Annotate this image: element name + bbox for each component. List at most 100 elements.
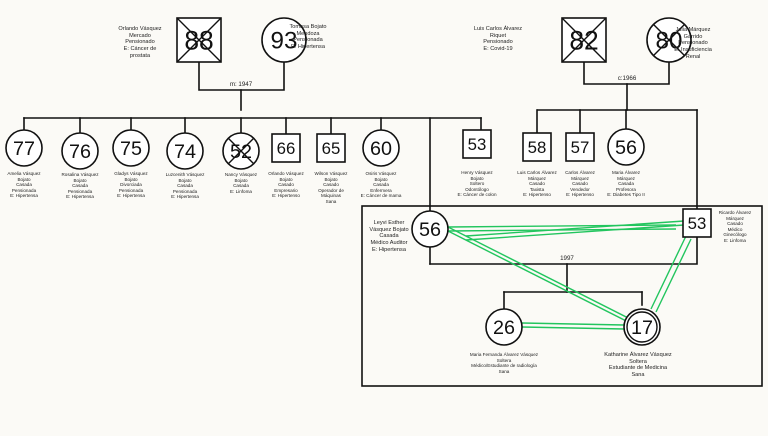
person-symbol-male	[682, 208, 712, 238]
person-label-line: Ginecólogo	[723, 232, 747, 237]
person-label-line: Julia Márquez	[675, 27, 711, 33]
person-label-line: Márquez	[571, 175, 589, 181]
person-label-line: Profesora	[616, 186, 636, 192]
person-label-line: Bojato	[17, 176, 31, 182]
person-label-line: Garrido	[683, 33, 703, 40]
person-label-line: Orlando Vásquez	[118, 26, 162, 32]
person-label-line: Máquinas	[321, 193, 341, 198]
person-age: 66	[277, 139, 296, 158]
person-symbol-male	[316, 133, 346, 163]
person-age: 58	[528, 138, 547, 157]
person-age: 60	[370, 138, 392, 160]
person-label-line: E: Hipertensa	[117, 193, 145, 198]
person-label-line: Sana	[325, 198, 337, 204]
person-symbol-female	[362, 129, 400, 167]
person-label-line: Casada	[379, 233, 399, 240]
person-age: 93	[271, 28, 298, 55]
person-age: 52	[230, 141, 252, 163]
person-label-line: Maria Álvarez	[611, 170, 641, 175]
person-katharine: 17	[623, 308, 661, 346]
person-label-line: Bojato	[234, 177, 248, 183]
person-label-line: E: Covid-19	[483, 46, 513, 53]
person-label-line: Márquez	[726, 215, 744, 221]
person-label-line: Pensionada	[172, 188, 198, 194]
person-label-line: Orlando Vásquez	[268, 171, 304, 176]
person-label-line: Enfermera	[370, 187, 392, 193]
person-symbol-male	[462, 129, 492, 159]
person-label-line: E: Insuficiencia	[674, 47, 712, 54]
person-label-line: Taxista	[529, 186, 545, 192]
person-label-line: Vásquez Bojato	[369, 226, 409, 233]
person-age: 74	[174, 141, 196, 163]
person-label-line: Vendedor	[570, 186, 590, 192]
person-label-line: Luzcenith Vásquez	[165, 172, 205, 177]
person-age: 82	[569, 26, 598, 56]
marriage-line-parents	[429, 236, 698, 265]
person-age: 80	[656, 28, 683, 55]
person-age: 88	[184, 26, 213, 56]
person-label-line: Pensionada	[293, 37, 323, 44]
union-label-maternal: c:1966	[618, 75, 637, 82]
person-osiris: 60	[362, 129, 400, 167]
person-label-line: Katharine Álvarez Vásquez	[604, 352, 672, 358]
emotional-link-leyvi-ricardo-stroke	[447, 224, 677, 228]
emotional-link-extra	[465, 220, 685, 241]
person-symbol-male	[565, 132, 595, 162]
person-symbol-female	[261, 17, 307, 63]
person-label-line: Operador de	[318, 187, 344, 193]
person-symbol-female	[5, 129, 43, 167]
person-label-line: Sana	[631, 372, 645, 379]
person-label-line: Casada	[177, 183, 193, 188]
person-ricardo: 53	[682, 208, 712, 238]
person-label-line: Odontólogo	[465, 186, 489, 192]
person-label-line: Casada	[618, 181, 634, 186]
person-label-line: Nancy Vásquez	[224, 172, 258, 177]
person-label-line: Pensionada	[11, 187, 37, 193]
person-label-line: Carlos Álvarez	[565, 170, 595, 175]
person-label-line: Riquet	[489, 32, 507, 39]
person-label-line: Bojato	[124, 176, 138, 182]
person-label-line: Empresario	[274, 187, 298, 193]
person-label-line: Estudiante de Medicina	[608, 365, 668, 372]
person-symbol-female	[112, 129, 150, 167]
person-age: 76	[69, 141, 91, 163]
person-label-line: Soltera	[496, 357, 512, 363]
emotional-link-sisters-stroke	[521, 326, 625, 330]
person-amelia: 77	[5, 129, 43, 167]
person-label-line: Médico Auditor	[370, 240, 408, 247]
person-gladys: 75	[112, 129, 150, 167]
person-label-line: Bojato	[374, 176, 388, 182]
emotional-link-leyvi-katharine	[447, 226, 643, 330]
person-label-line: E: Hipertensa	[171, 194, 199, 199]
person-label-line: Bojato	[279, 176, 293, 182]
union-label-parents: 1997	[560, 255, 574, 262]
person-wilson: 65	[316, 133, 346, 163]
person-label-line: E: Cáncer de mama	[360, 193, 402, 198]
person-label-line: E: Linfoma	[724, 237, 746, 243]
person-age: 53	[688, 214, 707, 233]
person-label-line: Wilson Vásquez	[314, 171, 348, 176]
person-label-line: E: Diabetes Tipo II	[607, 192, 645, 197]
union-label-paternal: m: 1947	[230, 81, 253, 88]
person-symbol-female	[607, 128, 645, 166]
person-rosalina: 76	[61, 132, 99, 170]
person-label-line: E: Cáncer de	[123, 46, 157, 53]
person-label-line: Ricardo Álvarez	[718, 210, 752, 215]
person-label-line: E: Hipertensa	[66, 194, 94, 199]
person-label-line: Bojato	[73, 177, 87, 183]
person-label-line: E: Hipertensa	[291, 44, 325, 51]
person-label-line: Tomasa Bojato	[289, 24, 327, 30]
household-boundary	[361, 205, 763, 387]
